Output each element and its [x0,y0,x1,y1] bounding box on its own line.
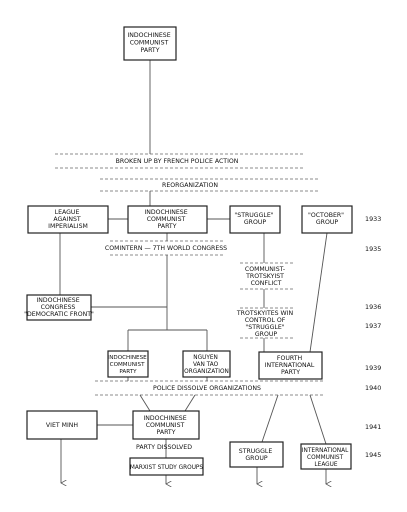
year-1936: 1936 [365,303,381,311]
box-struggle-1945 [229,441,284,468]
year-axis: 1933 1935 1936 1937 1939 1940 1941 1945 [365,215,381,459]
dashed-separators [55,153,325,396]
node-league: LEAGUE AGAINST IMPERIALISM [48,209,88,230]
node-icp-mid: INDOCHINESE COMMUNIST PARTY [144,209,189,230]
event-labels: BROKEN UP BY FRENCH POLICE ACTION REORGA… [105,158,295,451]
year-1937: 1937 [365,322,381,330]
box-struggle-1933 [229,205,281,234]
label-party-dissolved: PARTY DISSOLVED [136,444,192,451]
year-1933: 1933 [365,215,381,223]
node-marxist: MARXIST STUDY GROUPS [130,465,204,471]
year-1941: 1941 [365,423,381,431]
node-struggle-1933: "STRUGGLE" GROUP [234,212,275,226]
label-conflict: COMMUNIST- TROTSKYIST CONFLICT [245,266,287,287]
box-icp-1939 [107,350,149,378]
year-1939: 1939 [365,364,381,372]
box-vietminh [26,410,98,440]
label-broken-up: BROKEN UP BY FRENCH POLICE ACTION [116,158,239,165]
box-icp-1941 [132,410,200,440]
node-icp-1941: INDOCHINESE COMMUNIST PARTY [143,415,188,436]
node-icp-1939: INDOCHINESE COMMUNIST PARTY [108,355,149,375]
node-icp-top: INDOCHINESE COMMUNIST PARTY [127,32,172,54]
node-congress: INDOCHINESE CONGRESS "DEMOCRATIC FRONT" [24,297,94,318]
label-trotskyites: TROTSKYITES WIN CONTROL OF "STRUGGLE" GR… [236,310,295,338]
node-nguyen: NGUYEN VAN TAO ORGANIZATION [184,355,229,375]
node-struggle-1945: STRUGGLE GROUP [239,448,274,462]
connectors [59,60,327,484]
node-boxes [26,26,353,476]
node-fourth: FOURTH INTERNATIONAL PARTY [265,355,317,376]
node-icl: INTERNATIONAL COMMUNIST LEAGUE [302,448,350,468]
node-texts: INDOCHINESE COMMUNIST PARTY LEAGUE AGAIN… [24,32,350,471]
year-1945: 1945 [365,451,381,459]
box-nguyen [182,350,231,378]
year-1940: 1940 [365,384,381,392]
label-comintern: COMINTERN — 7TH WORLD CONGRESS [105,245,227,252]
box-marxist [129,457,204,476]
node-vietminh: VIET MINH [46,422,79,429]
label-reorganization: REORGANIZATION [162,182,218,189]
box-congress [26,294,92,321]
box-icp-mid [127,205,208,234]
node-october: "OCTOBER" GROUP [308,212,346,226]
box-october [301,205,353,234]
box-league [27,205,109,234]
box-fourth [258,351,323,380]
year-1935: 1935 [365,245,381,253]
label-police-dissolve: POLICE DISSOLVE ORGANIZATIONS [153,385,261,392]
box-icp-top [123,26,177,61]
box-icl [300,443,352,470]
